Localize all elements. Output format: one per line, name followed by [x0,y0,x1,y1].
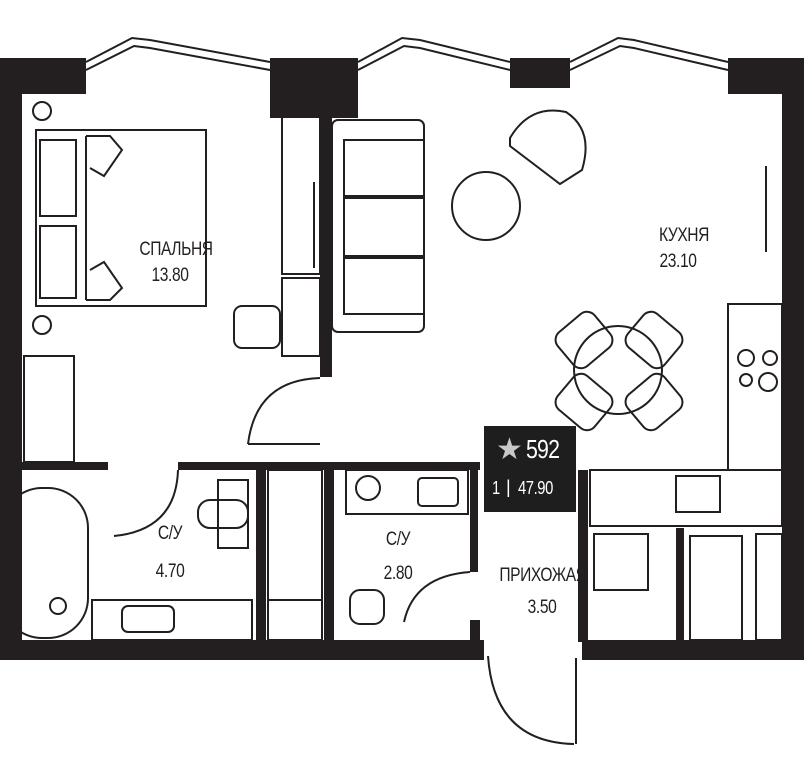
apartment-number: 592 [526,434,560,464]
room-bedroom-name: СПАЛЬНЯ [139,239,213,260]
room-kitchen-area: 23.10 [659,251,697,272]
badge-separator: | [506,477,511,497]
room-bath1-name: С/У [157,523,183,544]
room-hall-name: ПРИХОЖАЯ [499,565,587,586]
star-icon: ★ [496,433,523,466]
total-area: 47.90 [518,478,553,498]
windows [85,36,729,71]
apartment-badge: ★ 592 1 | 47.90 [484,426,576,512]
room-count: 1 [492,478,501,498]
room-bedroom-area: 13.80 [151,265,189,286]
room-hall-area: 3.50 [527,597,557,618]
room-bath1-area: 4.70 [155,561,185,582]
walls [0,58,804,660]
room-kitchen-name: КУХНЯ [659,225,709,246]
room-bath2-name: С/У [385,529,411,550]
room-bath2-area: 2.80 [383,563,413,584]
furniture [1,93,783,745]
